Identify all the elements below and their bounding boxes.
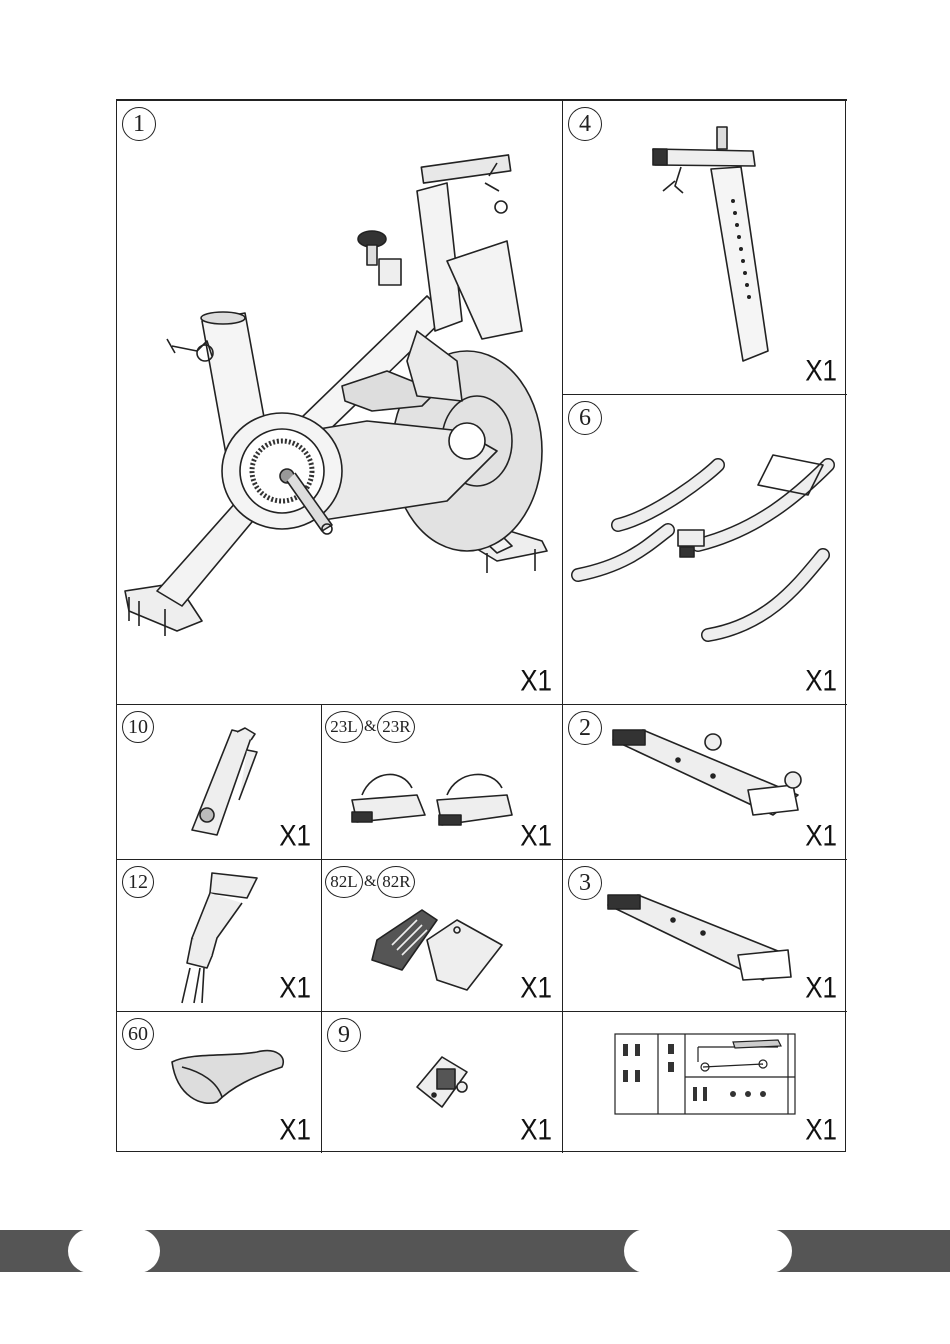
- front-stabilizer-icon: [603, 720, 813, 820]
- part-cell-handlebar: 6 X1: [563, 395, 847, 705]
- footer-page-pill-left: [68, 1229, 160, 1273]
- quantity-label: X1: [520, 818, 552, 854]
- part-number: 12: [122, 866, 154, 898]
- parts-grid: 1: [116, 100, 846, 1152]
- part-cell-clamp: 9 X1: [322, 1012, 563, 1153]
- part-number: 10: [122, 711, 154, 743]
- quantity-label: X1: [279, 1112, 311, 1148]
- handlebar-icon: [568, 435, 842, 665]
- covers-icon: [357, 905, 507, 1000]
- ampersand: &: [364, 873, 376, 891]
- pedals-icon: [347, 760, 517, 835]
- part-number-pair: 23L & 23R: [325, 711, 415, 743]
- quantity-label: X1: [805, 818, 837, 854]
- quantity-label: X1: [520, 970, 552, 1006]
- part-cell-seat-post: 4 X1: [563, 101, 847, 395]
- part-number: 3: [568, 866, 602, 900]
- part-number-left: 82L: [325, 866, 363, 898]
- part-cell-covers: 82L & 82R X1: [322, 860, 563, 1012]
- bike-frame-icon: [117, 121, 563, 681]
- footer-page-pill-right: [624, 1229, 792, 1273]
- saddle-icon: [162, 1037, 292, 1112]
- part-number-right: 23R: [377, 711, 415, 743]
- part-cell-hardware: X1: [563, 1012, 847, 1153]
- quantity-label: X1: [805, 353, 837, 389]
- quantity-label: X1: [805, 970, 837, 1006]
- part-number: 9: [327, 1018, 361, 1052]
- part-number: 6: [568, 401, 602, 435]
- quantity-label: X1: [279, 818, 311, 854]
- bracket-icon: [177, 720, 267, 840]
- part-cell-pedals: 23L & 23R X1: [322, 705, 563, 860]
- part-cell-rear-stabilizer: 3 X1: [563, 860, 847, 1012]
- quantity-label: X1: [805, 663, 837, 699]
- ampersand: &: [364, 718, 376, 736]
- part-number: 60: [122, 1018, 154, 1050]
- quantity-label: X1: [520, 663, 552, 699]
- holder-bracket-icon: [172, 868, 272, 1008]
- part-number: 2: [568, 711, 602, 745]
- part-cell-front-stabilizer: 2 X1: [563, 705, 847, 860]
- quantity-label: X1: [520, 1112, 552, 1148]
- part-number-left: 23L: [325, 711, 363, 743]
- part-cell-10: 10 X1: [117, 705, 322, 860]
- quantity-label: X1: [279, 970, 311, 1006]
- part-number: 4: [568, 107, 602, 141]
- clamp-icon: [412, 1047, 482, 1117]
- part-cell-frame: 1: [117, 101, 563, 705]
- quantity-label: X1: [805, 1112, 837, 1148]
- part-number-right: 82R: [377, 866, 415, 898]
- seat-post-icon: [623, 121, 813, 381]
- part-cell-saddle: 60 X1: [117, 1012, 322, 1153]
- part-cell-12: 12 X1: [117, 860, 322, 1012]
- rear-stabilizer-icon: [603, 885, 803, 985]
- part-number-pair: 82L & 82R: [325, 866, 415, 898]
- hardware-card-icon: [613, 1032, 803, 1117]
